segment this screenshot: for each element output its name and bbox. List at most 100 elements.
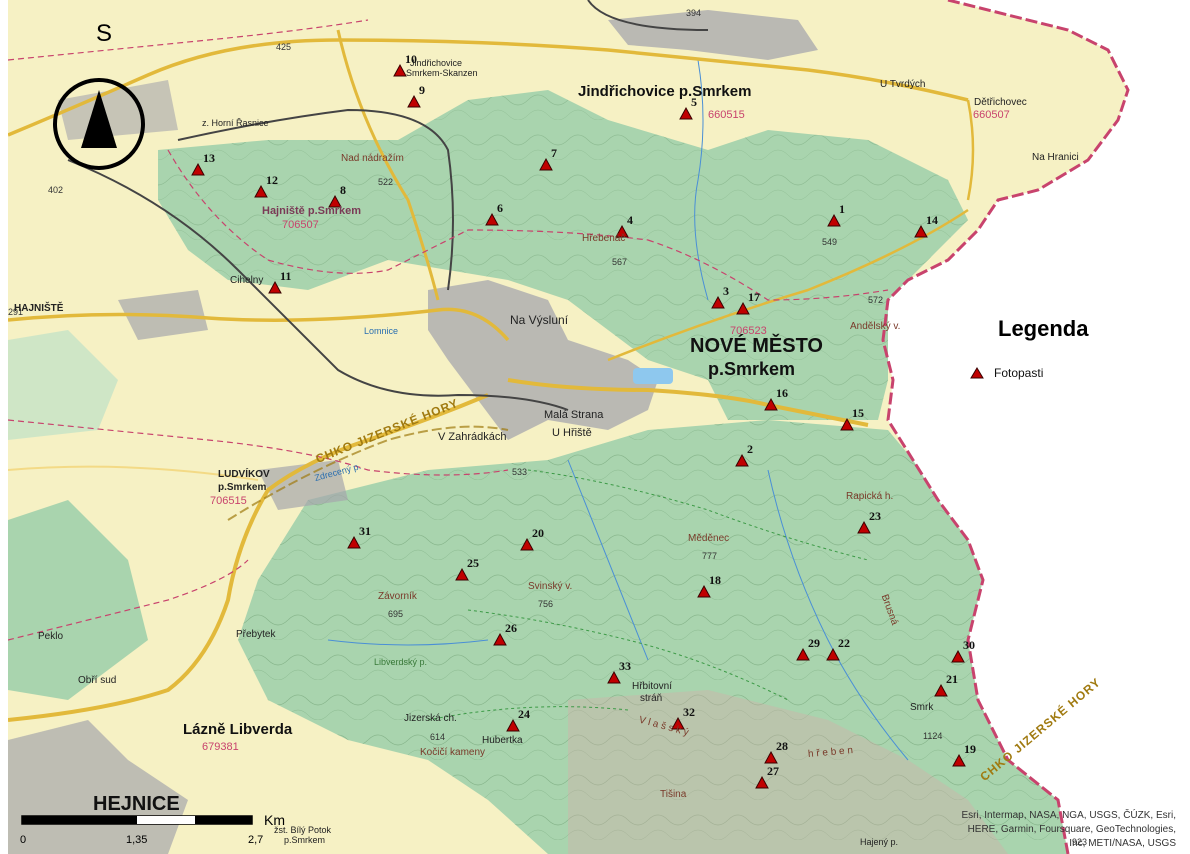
trap-marker-7[interactable] (539, 157, 553, 171)
trap-marker-5[interactable] (679, 106, 693, 120)
trap-marker-32[interactable] (671, 716, 685, 730)
compass-icon (53, 78, 145, 170)
trap-marker-29[interactable] (796, 647, 810, 661)
outside-area (883, 0, 1136, 854)
pond (633, 368, 673, 384)
north-arrow (46, 42, 156, 170)
trap-marker-26[interactable] (493, 632, 507, 646)
trap-number-16: 16 (776, 386, 788, 400)
state-border (881, 0, 1130, 854)
trap-marker-25[interactable] (455, 567, 469, 581)
trap-marker-4[interactable] (615, 224, 629, 238)
trap-number-4: 4 (627, 213, 633, 227)
trap-marker-18[interactable] (697, 584, 711, 598)
cadastral-4 (8, 419, 509, 476)
trap-number-1: 1 (839, 202, 845, 216)
north-letter: S (96, 20, 113, 47)
cadastral-2 (167, 149, 649, 274)
trap-marker-17[interactable] (736, 301, 750, 315)
trap-number-11: 11 (280, 269, 292, 283)
trap-marker-14[interactable] (914, 224, 928, 238)
trap-number-30: 30 (963, 638, 975, 652)
trap-marker-20[interactable] (520, 537, 534, 551)
road-ludvikov (8, 465, 259, 481)
trap-number-6: 6 (497, 201, 503, 215)
trap-marker-24[interactable] (506, 718, 520, 732)
road-southwest (8, 393, 489, 722)
road-east (507, 378, 869, 427)
scale-bar-graphic (21, 815, 253, 825)
railway-1 (177, 108, 454, 291)
trap-number-14: 14 (926, 213, 938, 227)
road-detrichovec (966, 99, 975, 201)
road-n-s (336, 29, 440, 301)
trap-number-3: 3 (723, 284, 729, 298)
trap-marker-27[interactable] (755, 775, 769, 789)
ridge-shade (568, 690, 1008, 854)
trail-3 (427, 706, 629, 721)
map-frame[interactable]: NOVÉ MĚSTO p.Smrkem Jindřichovice p.Smrk… (8, 0, 1136, 854)
trap-marker-12[interactable] (254, 184, 268, 198)
trap-number-28: 28 (776, 739, 788, 753)
trap-number-25: 25 (467, 556, 479, 570)
trap-number-19: 19 (964, 742, 976, 756)
trap-marker-9[interactable] (407, 94, 421, 108)
trap-marker-31[interactable] (347, 535, 361, 549)
scale-tick-2: 2,7 (248, 834, 264, 846)
map-canvas[interactable] (8, 0, 1136, 854)
trail-1 (527, 469, 869, 561)
scale-tick-0: 0 (20, 834, 27, 846)
jindrichovice-area (608, 10, 818, 60)
trap-marker-22[interactable] (826, 647, 840, 661)
trap-number-10: 10 (405, 52, 417, 66)
trap-number-15: 15 (852, 406, 864, 420)
trap-number-33: 33 (619, 659, 631, 673)
trap-markers (191, 63, 966, 789)
trap-number-24: 24 (518, 707, 530, 721)
trap-marker-2[interactable] (735, 453, 749, 467)
trap-marker-6[interactable] (485, 212, 499, 226)
trap-marker-3[interactable] (711, 295, 725, 309)
forest-west (8, 500, 148, 700)
trap-number-31: 31 (359, 524, 371, 538)
trap-marker-21[interactable] (934, 683, 948, 697)
trap-number-32: 32 (683, 705, 695, 719)
trail-2 (467, 609, 789, 701)
trap-number-12: 12 (266, 173, 278, 187)
trap-number-9: 9 (419, 83, 425, 97)
trap-marker-16[interactable] (764, 397, 778, 411)
attribution-text: Esri, Intermap, NASA, NGA, USGS, ČÚZK, E… (961, 810, 1177, 849)
rasnice-area (58, 80, 178, 140)
trap-number-22: 22 (838, 636, 850, 650)
road-west (8, 307, 510, 342)
trap-marker-30[interactable] (951, 649, 965, 663)
trap-marker-10[interactable] (393, 63, 407, 77)
trap-number-13: 13 (203, 151, 215, 165)
stream-1 (694, 59, 709, 301)
cadastral-3 (647, 239, 889, 301)
trap-number-23: 23 (869, 509, 881, 523)
trap-marker-28[interactable] (764, 750, 778, 764)
trap-marker-19[interactable] (952, 753, 966, 767)
stream-2 (767, 469, 909, 761)
cadastral-1 (8, 19, 369, 61)
trap-marker-8[interactable] (328, 194, 342, 208)
trap-number-20: 20 (532, 526, 544, 540)
trap-number-29: 29 (808, 636, 820, 650)
railway-3 (587, 0, 709, 31)
trap-marker-23[interactable] (857, 520, 871, 534)
railway-2 (67, 159, 569, 411)
trap-marker-33[interactable] (607, 670, 621, 684)
scale-tick-1: 1,35 (126, 834, 148, 846)
trap-number-26: 26 (505, 621, 517, 635)
trap-number-7: 7 (551, 146, 557, 160)
trap-marker-1[interactable] (827, 213, 841, 227)
trap-number-2: 2 (747, 442, 753, 456)
trap-number-18: 18 (709, 573, 721, 587)
trap-marker-13[interactable] (191, 162, 205, 176)
legend-label: Fotopasti (994, 366, 1044, 380)
legend-title: Legenda (998, 316, 1089, 341)
trap-marker-11[interactable] (268, 280, 282, 294)
scale-unit: Km (264, 812, 285, 828)
trap-marker-15[interactable] (840, 417, 854, 431)
